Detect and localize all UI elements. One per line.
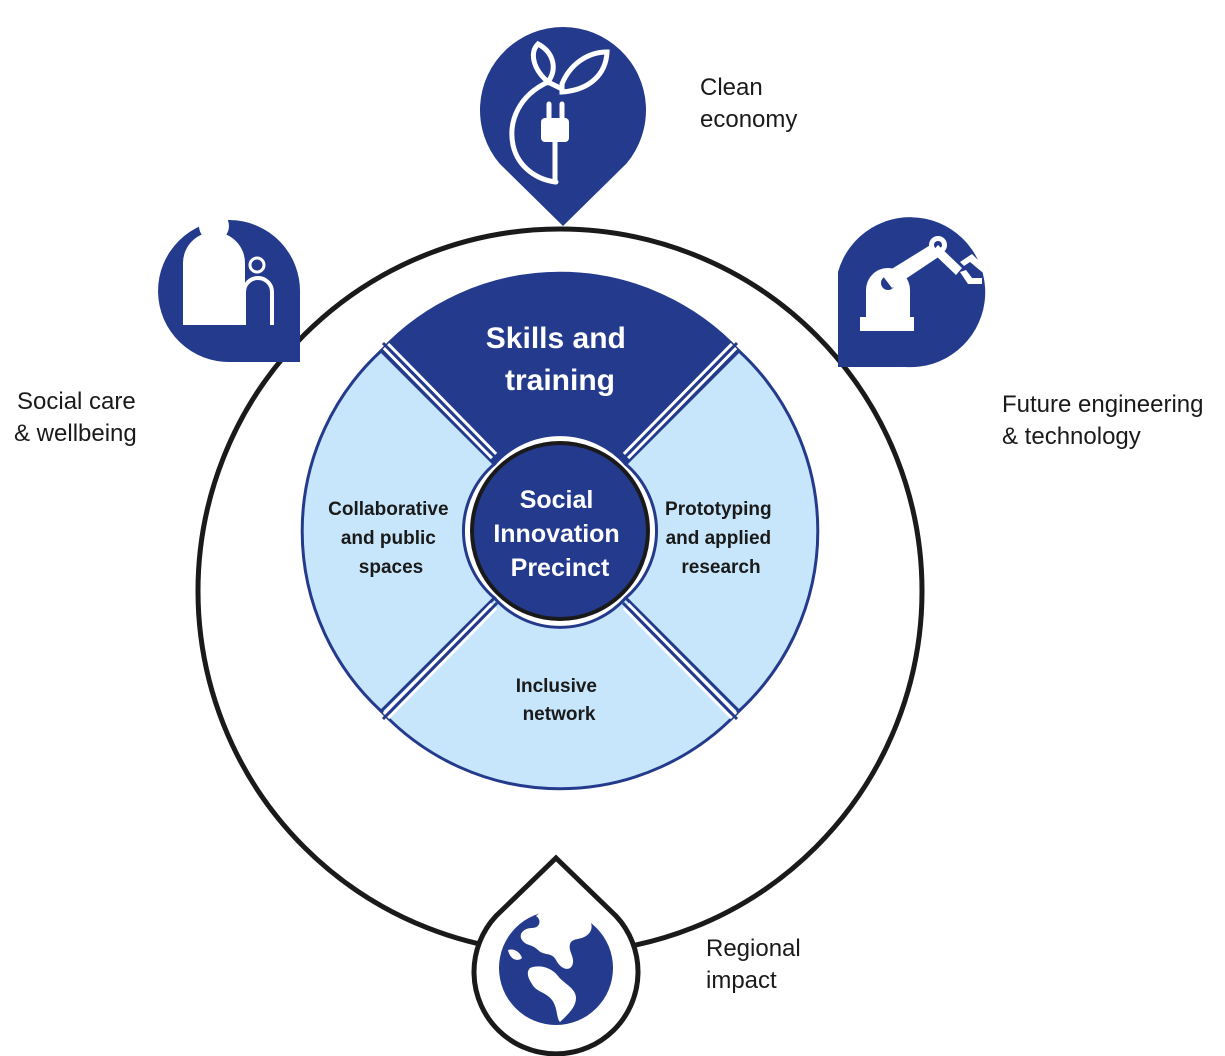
clean-economy-label-line: economy xyxy=(700,106,798,133)
segment-left-label: Collaborative and public spaces xyxy=(328,499,454,578)
center-circle xyxy=(470,441,650,621)
robot-arm-icon xyxy=(860,236,986,331)
clean-economy-label: Clean economy xyxy=(700,72,797,136)
segment-left xyxy=(300,348,497,714)
center-label-line: Innovation xyxy=(493,520,619,548)
clean-economy-pin xyxy=(480,27,646,226)
segment-bottom xyxy=(379,595,741,791)
future-engineering-pin xyxy=(838,217,986,368)
regional-impact-label: Regional impact xyxy=(706,933,801,997)
plug-leaf-icon xyxy=(509,40,610,185)
segment-left-label-line: spaces xyxy=(359,557,423,578)
social-care-label-line: & wellbeing xyxy=(14,420,137,447)
social-care-label: Social care & wellbeing xyxy=(14,386,137,450)
people-icon xyxy=(183,211,274,325)
segment-right-label-line: and applied xyxy=(666,528,772,549)
segment-right-label-line: Prototyping xyxy=(665,499,772,520)
segment-top-label: Skills and training xyxy=(486,322,634,397)
segment-left-label-line: Collaborative xyxy=(328,499,448,520)
segment-top-label-line: training xyxy=(505,364,615,397)
clean-economy-label-line: Clean xyxy=(700,74,763,101)
segment-right-label-line: research xyxy=(681,557,760,578)
segment-left-label-line: and public xyxy=(341,528,436,549)
regional-impact-label-line: impact xyxy=(706,967,777,994)
segment-right xyxy=(623,348,820,714)
regional-impact-label-line: Regional xyxy=(706,935,801,962)
future-engineering-label-line: & technology xyxy=(1002,423,1141,450)
center-label-line: Social xyxy=(520,486,594,514)
segment-right-label: Prototyping and applied research xyxy=(665,499,777,578)
future-engineering-label: Future engineering & technology xyxy=(1002,389,1203,453)
center-label-line: Precinct xyxy=(511,554,610,582)
segment-bottom-label: Inclusive network xyxy=(516,676,603,725)
social-care-label-line: Social care xyxy=(17,388,136,415)
segment-bottom-label-line: Inclusive xyxy=(516,676,597,697)
center-label: Social Innovation Precinct xyxy=(493,486,626,582)
segment-wheel xyxy=(300,271,820,791)
segment-top-label-line: Skills and xyxy=(486,322,626,355)
social-care-pin xyxy=(158,211,301,363)
segment-top xyxy=(379,271,741,467)
future-engineering-label-line: Future engineering xyxy=(1002,391,1204,418)
regional-impact-pin xyxy=(471,854,641,1056)
segment-bottom-label-line: network xyxy=(523,704,596,725)
